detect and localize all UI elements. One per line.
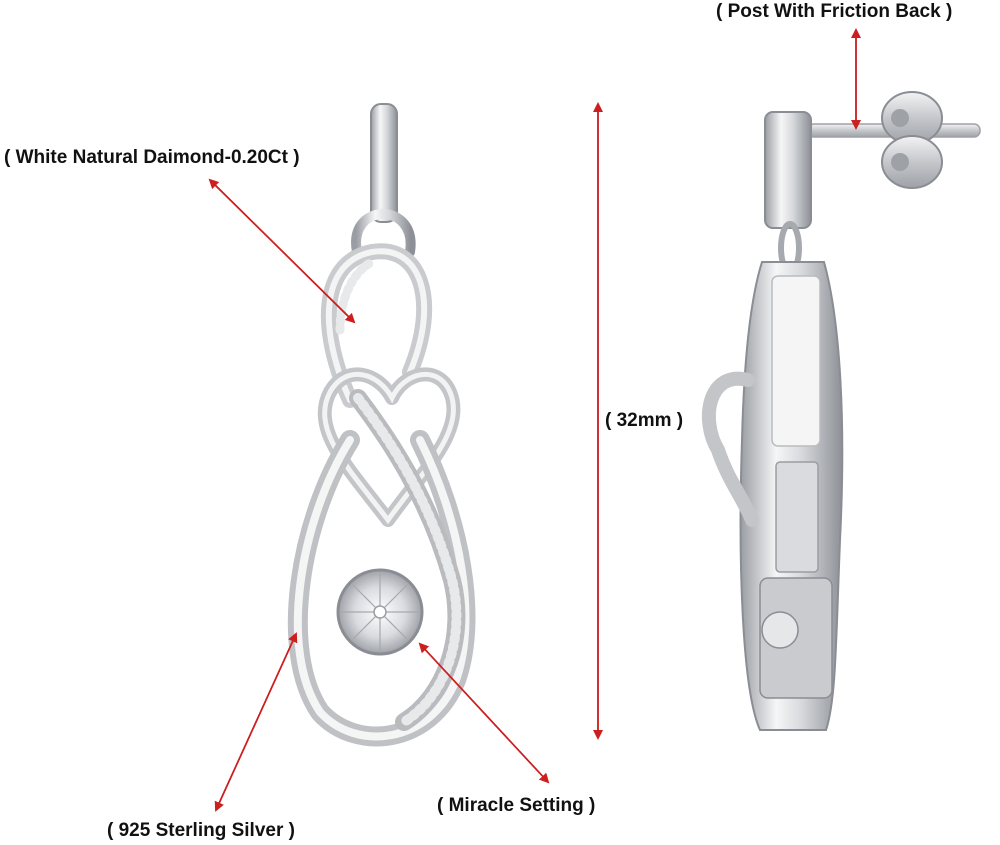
stud-top bbox=[764, 111, 812, 229]
label-miracle-setting: ( Miracle Setting ) bbox=[437, 795, 596, 816]
label-post-friction-back: ( Post With Friction Back ) bbox=[716, 1, 953, 22]
annotation-arrows bbox=[208, 28, 861, 812]
friction-back bbox=[881, 91, 943, 189]
label-white-natural-diamond: ( White Natural Daimond-0.20Ct ) bbox=[4, 147, 300, 168]
earring-bail bbox=[370, 103, 398, 223]
label-925-sterling-silver: ( 925 Sterling Silver ) bbox=[107, 820, 295, 841]
jump-ring bbox=[351, 208, 416, 257]
label-size-32mm: ( 32mm ) bbox=[605, 410, 684, 431]
front-earring bbox=[287, 103, 476, 747]
side-earring bbox=[701, 91, 981, 731]
